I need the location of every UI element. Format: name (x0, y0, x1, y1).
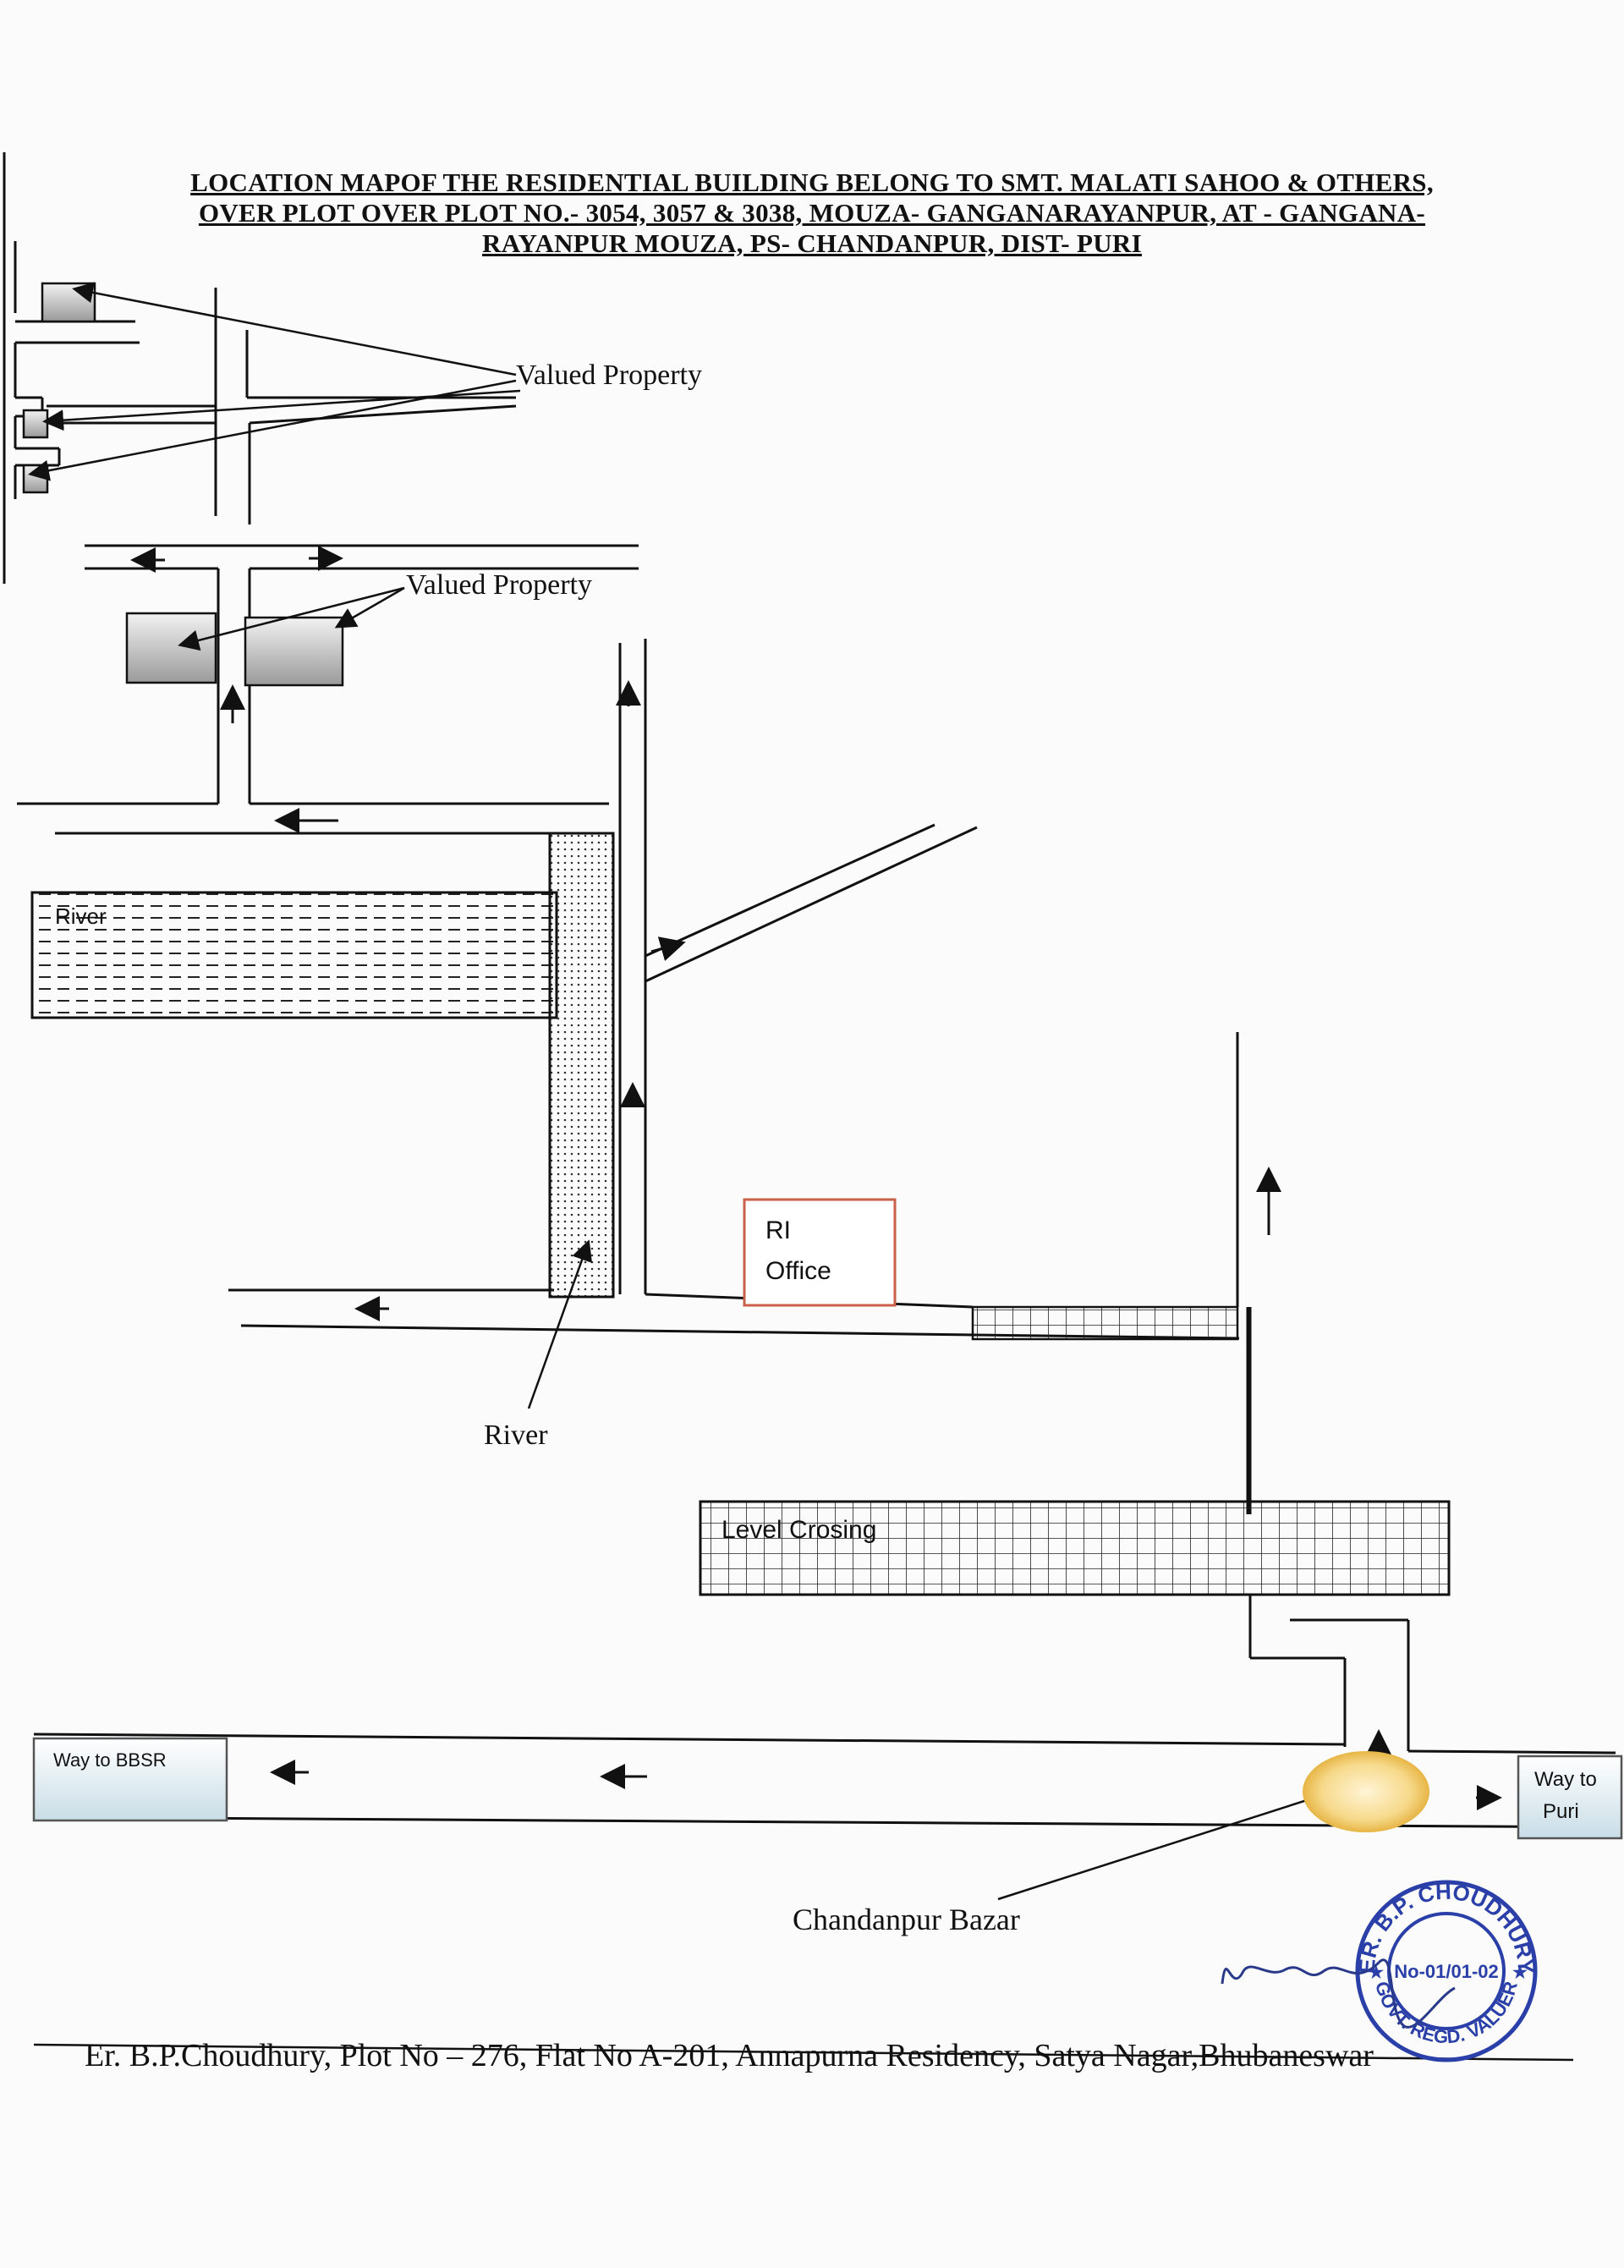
river-area-horizontal (30, 891, 558, 1019)
svg-text:No-01/01-02: No-01/01-02 (1394, 1961, 1499, 1982)
title-line-2: OVER PLOT OVER PLOT NO.- 3054, 3057 & 30… (198, 198, 1426, 228)
valued-property-box-1 (41, 282, 96, 323)
svg-text:★: ★ (1512, 1963, 1528, 1982)
title-line-1: LOCATION MAPOF THE RESIDENTIAL BUILDING … (190, 167, 1434, 197)
way-to-puri-label-line1: Way to (1534, 1768, 1597, 1791)
valued-property-box-2 (22, 409, 49, 439)
valued-property-building-right (244, 616, 344, 687)
level-crossing-label: Level Crosing (721, 1516, 877, 1544)
ri-office-label-line1: RI (765, 1216, 791, 1244)
way-to-bbsr-box (32, 1737, 228, 1822)
valued-property-box-3 (22, 464, 49, 494)
way-to-puri-label-line2: Puri (1543, 1800, 1579, 1823)
river-area-vertical (548, 832, 615, 1299)
footer-address: Er. B.P.Choudhury, Plot No – 276, Flat N… (85, 2038, 1374, 2073)
valued-property-label-1: Valued Property (516, 360, 703, 391)
valued-property-building-left (125, 612, 217, 684)
ri-office-box (743, 1198, 897, 1307)
title-line-3: RAYANPUR MOUZA, PS- CHANDANPUR, DIST- PU… (482, 228, 1142, 258)
ri-office-label-line2: Office (765, 1257, 831, 1285)
valued-property-label-2: Valued Property (406, 569, 593, 601)
valuer-seal: ER. B.P. CHOUDHURY GOVT. REGD. VALUER No… (1354, 1879, 1539, 2062)
signature (1221, 1958, 1456, 2029)
way-to-bbsr-label: Way to BBSR (53, 1749, 167, 1771)
river-label-left: River (55, 903, 107, 929)
river-label-bottom: River (484, 1420, 548, 1451)
bridge-grid (971, 1305, 1239, 1341)
level-crossing-grid (699, 1500, 1451, 1596)
chandanpur-bazar-marker (1303, 1751, 1429, 1832)
svg-text:GOVT. REGD. VALUER: GOVT. REGD. VALUER (1371, 1979, 1522, 2047)
way-to-puri-box (1517, 1755, 1623, 1840)
chandanpur-bazar-label: Chandanpur Bazar (793, 1903, 1020, 1936)
